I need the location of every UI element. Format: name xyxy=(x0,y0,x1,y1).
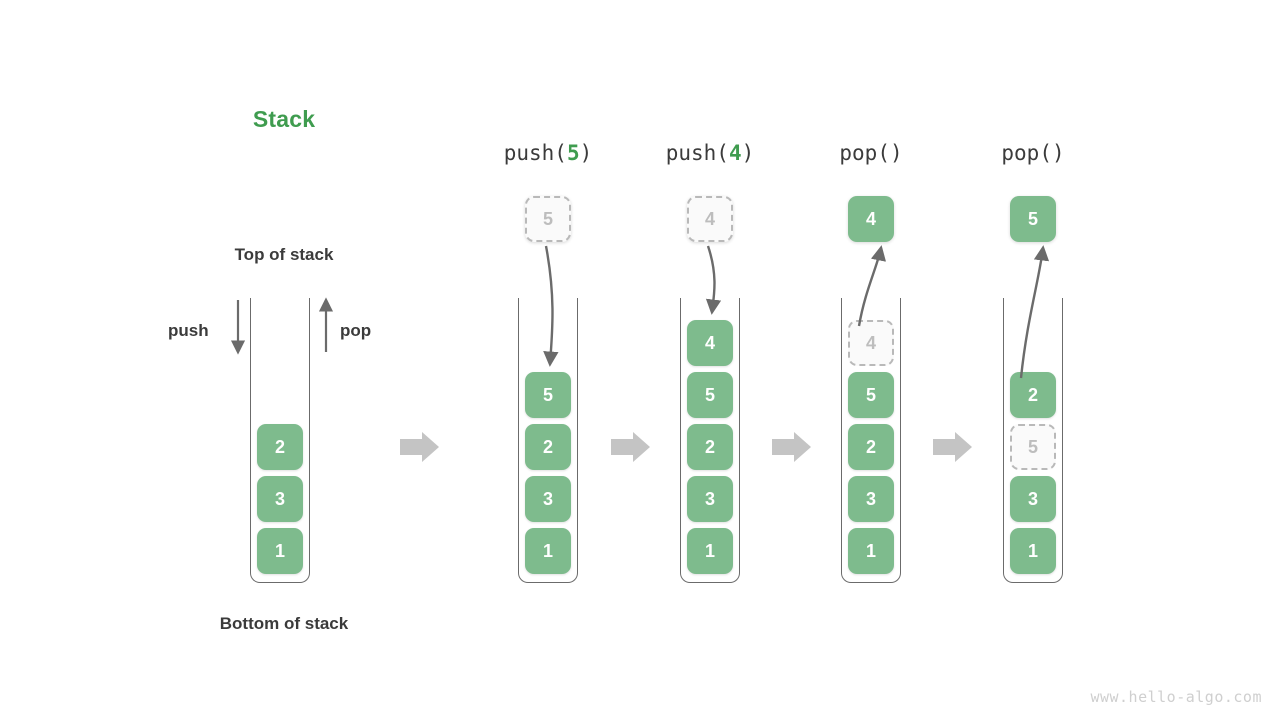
pop-label: pop xyxy=(340,321,372,340)
operation-argument: 5 xyxy=(566,141,580,165)
operation-caption-push-4: push(4) xyxy=(665,141,755,165)
stack-element-pop-1-5: 5 xyxy=(848,372,894,418)
incoming-element-push-5: 5 xyxy=(525,196,571,242)
stack-element-push-4-4: 4 xyxy=(687,320,733,366)
operation-caption-pop-1: pop() xyxy=(839,141,903,165)
stack-element-push-5-3: 3 xyxy=(525,476,571,522)
stack-element-push-4-1: 1 xyxy=(687,528,733,574)
incoming-element-push-4: 4 xyxy=(687,196,733,242)
stack-element-pop-2-1: 1 xyxy=(1010,528,1056,574)
stack-container-initial xyxy=(250,298,310,583)
step-arrow-3 xyxy=(772,432,811,462)
stack-element-initial-2: 2 xyxy=(257,424,303,470)
step-arrow-1 xyxy=(400,432,439,462)
stack-element-push-4-2: 2 xyxy=(687,424,733,470)
operation-caption-push-5: push(5) xyxy=(503,141,593,165)
page-title: Stack xyxy=(252,106,316,132)
step-arrow-4 xyxy=(933,432,972,462)
stack-slot-ghost-pop-2: 5 xyxy=(1010,424,1056,470)
top-of-stack-label: Top of stack xyxy=(234,245,334,264)
popped-element-pop-1: 4 xyxy=(848,196,894,242)
stack-container-pop-2 xyxy=(1003,298,1063,583)
stack-element-push-5-2: 2 xyxy=(525,424,571,470)
watermark: www.hello-algo.com xyxy=(1090,688,1262,706)
stack-element-push-4-5: 5 xyxy=(687,372,733,418)
stack-element-pop-1-3: 3 xyxy=(848,476,894,522)
stack-slot-ghost-pop-1: 4 xyxy=(848,320,894,366)
popped-element-pop-2: 5 xyxy=(1010,196,1056,242)
stack-container-push-5 xyxy=(518,298,578,583)
stack-element-pop-1-1: 1 xyxy=(848,528,894,574)
stack-element-initial-1: 1 xyxy=(257,528,303,574)
bottom-of-stack-label: Bottom of stack xyxy=(219,614,349,633)
push-label: push xyxy=(168,321,209,340)
stack-element-initial-3: 3 xyxy=(257,476,303,522)
stack-element-push-5-1: 1 xyxy=(525,528,571,574)
operation-caption-pop-2: pop() xyxy=(1001,141,1065,165)
stack-element-pop-2-2: 2 xyxy=(1010,372,1056,418)
stack-element-push-5-5: 5 xyxy=(525,372,571,418)
stack-container-pop-1 xyxy=(841,298,901,583)
stack-container-push-4 xyxy=(680,298,740,583)
stack-element-pop-2-3: 3 xyxy=(1010,476,1056,522)
operation-argument: 4 xyxy=(728,141,742,165)
step-arrow-2 xyxy=(611,432,650,462)
stack-element-pop-1-2: 2 xyxy=(848,424,894,470)
stack-element-push-4-3: 3 xyxy=(687,476,733,522)
